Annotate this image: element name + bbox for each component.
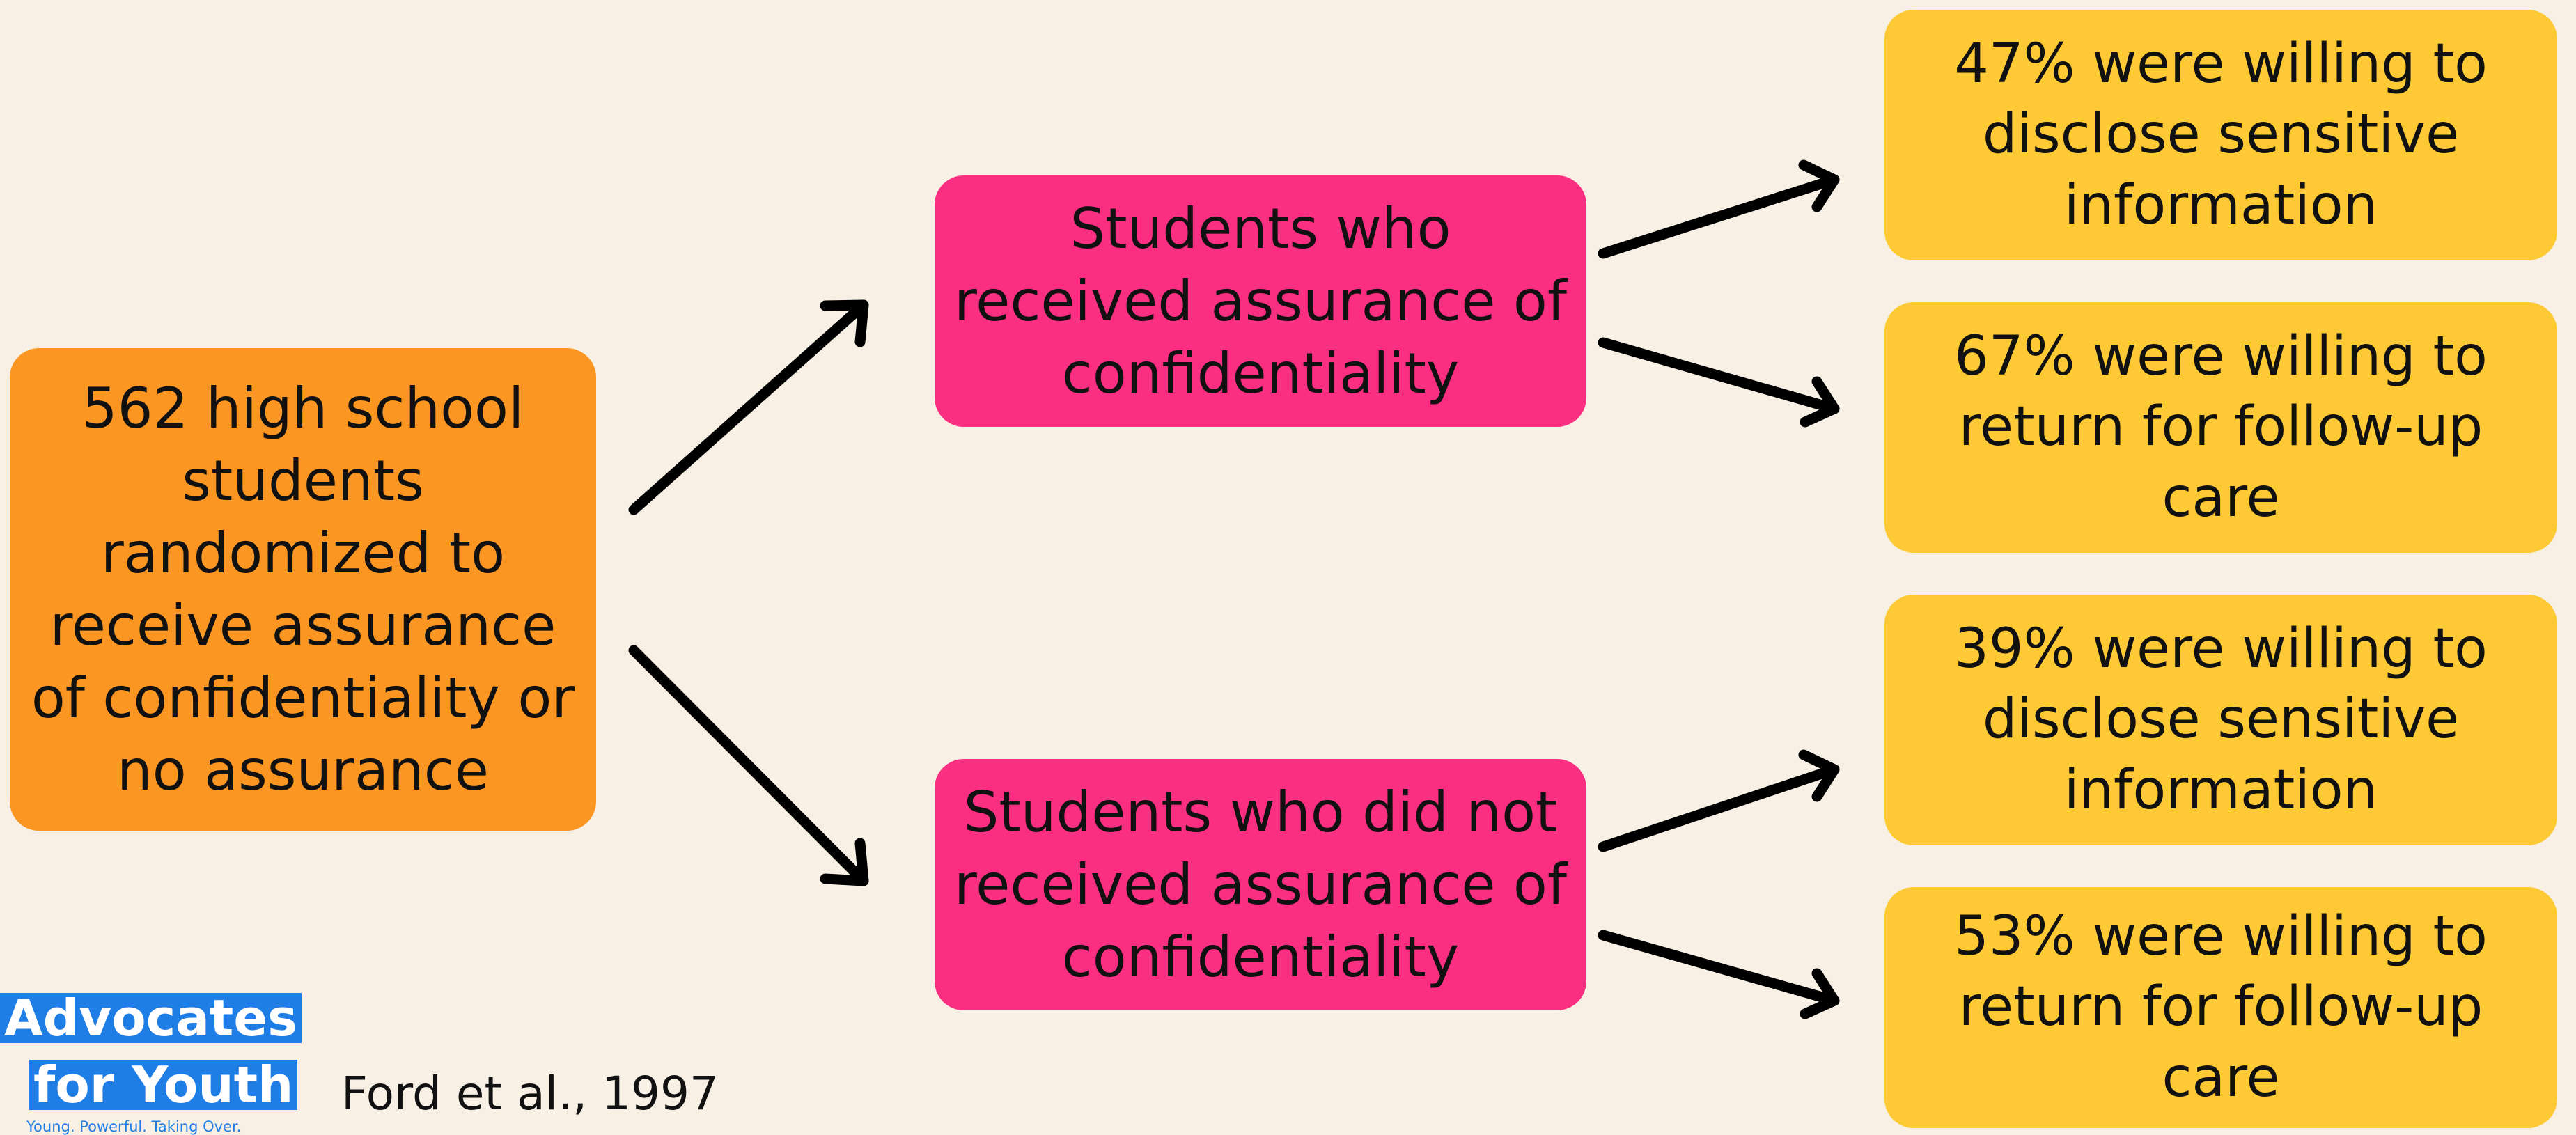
arrow-root-to-unassured	[628, 645, 869, 886]
root-node-line: randomized to	[100, 520, 506, 586]
outcome-line: 67% were willing to	[1954, 324, 2488, 388]
outcome-line: information	[2063, 173, 2378, 237]
outcome-line: information	[2063, 758, 2378, 822]
assured-group-box: Students who received assurance of confi…	[935, 175, 1586, 427]
root-node-line: students	[182, 448, 424, 513]
outcome-text: 47% were willing to disclose sensitive i…	[1954, 29, 2488, 241]
logo-line-advocates: Advocates	[0, 993, 302, 1043]
citation: Ford et al., 1997	[341, 1067, 719, 1120]
advocates-for-youth-logo: Advocates for Youth Young. Powerful. Tak…	[0, 987, 313, 1135]
outcome-line: 39% were willing to	[1954, 617, 2488, 680]
outcome-line: disclose sensitive	[1982, 103, 2460, 166]
logo-line-for-youth: for Youth	[29, 1060, 298, 1110]
outcome-box-return-assured: 67% were willing to return for follow-up…	[1884, 302, 2557, 553]
root-node-line: of confidentiality or	[31, 665, 575, 730]
arrow-assured-to-disclose	[1598, 159, 1840, 259]
unassured-group-box: Students who did not received assurance …	[935, 759, 1586, 1010]
outcome-line: return for follow-up	[1958, 976, 2483, 1039]
root-node-line: no assurance	[117, 737, 489, 803]
outcome-box-return-unassured: 53% were willing to return for follow-up…	[1884, 887, 2557, 1128]
unassured-group-line: confidentiality	[1061, 924, 1460, 989]
outcome-line: care	[2162, 1046, 2280, 1109]
unassured-group-line: received assurance of	[954, 852, 1567, 917]
arrow-root-to-assured	[628, 299, 869, 515]
outcome-box-disclose-assured: 47% were willing to disclose sensitive i…	[1884, 10, 2557, 260]
outcome-line: disclose sensitive	[1982, 688, 2460, 751]
assured-group-line: received assurance of	[954, 268, 1567, 334]
outcome-line: 47% were willing to	[1954, 32, 2488, 95]
assured-group-line: Students who	[1070, 196, 1451, 261]
arrow-assured-to-return	[1598, 337, 1840, 428]
root-node-box: 562 high school students randomized to r…	[10, 348, 596, 831]
outcome-line: 53% were willing to	[1954, 905, 2488, 968]
assured-group-line: confidentiality	[1061, 340, 1460, 406]
outcome-line: return for follow-up	[1958, 396, 2483, 459]
unassured-group-line: Students who did not	[963, 779, 1558, 845]
outcome-text: 67% were willing to return for follow-up…	[1954, 322, 2488, 533]
root-node-line: receive assurance	[49, 593, 556, 658]
outcome-text: 39% were willing to disclose sensitive i…	[1954, 614, 2488, 826]
root-node-line: 562 high school	[81, 375, 524, 441]
arrow-unassured-to-disclose	[1598, 749, 1840, 852]
outcome-text: 53% were willing to return for follow-up…	[1954, 902, 2488, 1113]
arrow-unassured-to-return	[1598, 930, 1840, 1019]
root-node-text: 562 high school students randomized to r…	[31, 373, 575, 807]
outcome-line: care	[2162, 466, 2280, 529]
logo-tagline: Young. Powerful. Taking Over.	[26, 1118, 242, 1135]
assured-group-text: Students who received assurance of confi…	[954, 193, 1567, 410]
outcome-box-disclose-unassured: 39% were willing to disclose sensitive i…	[1884, 595, 2557, 845]
unassured-group-text: Students who did not received assurance …	[954, 776, 1567, 994]
